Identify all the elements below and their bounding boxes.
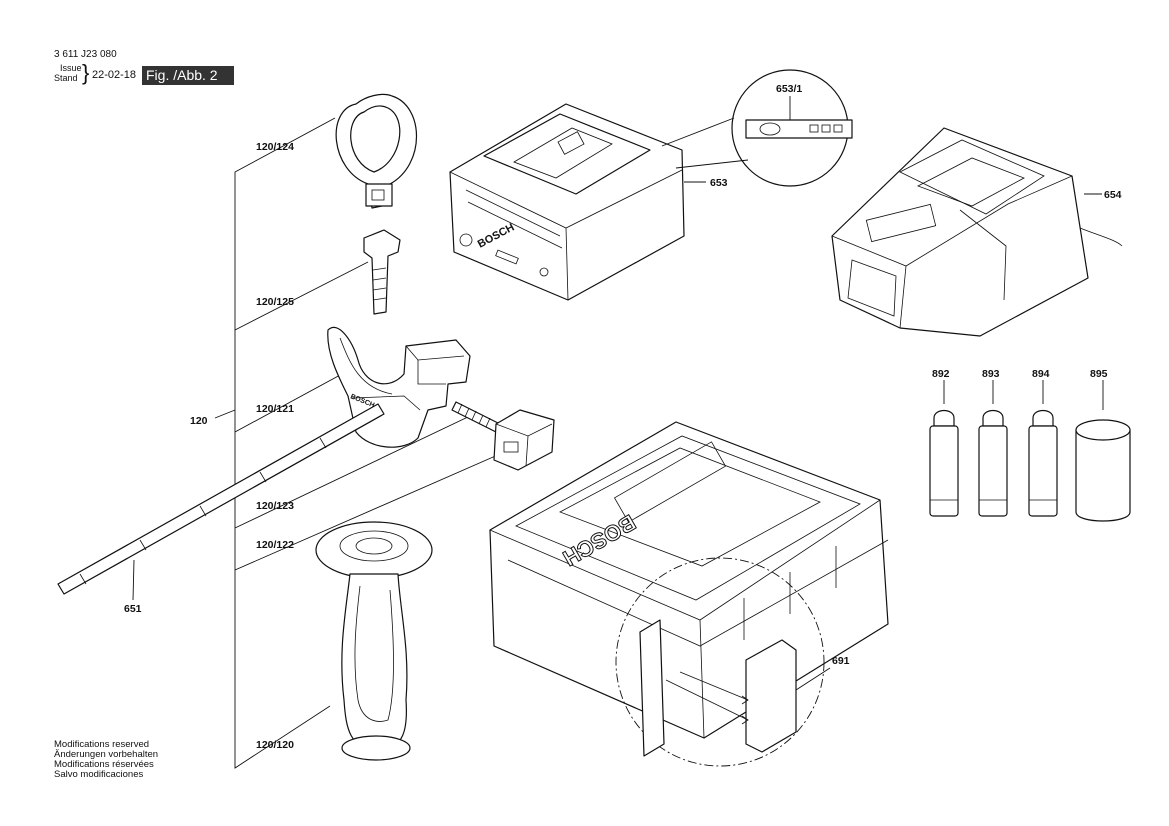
charger-part bbox=[831, 127, 1123, 337]
figure-label: Fig. /Abb. 2 bbox=[142, 66, 234, 85]
callout-653: 653 bbox=[710, 177, 728, 189]
spring-part bbox=[451, 401, 501, 433]
notice-line-es: Salvo modificaciones bbox=[54, 769, 144, 780]
callout-893: 893 bbox=[982, 368, 1000, 380]
assembly-bracket-120 bbox=[214, 117, 501, 769]
carrying-case-part bbox=[489, 421, 889, 739]
modifications-notice: Modifications reserved Änderungen vorbeh… bbox=[54, 740, 158, 780]
callout-120-120: 120/120 bbox=[256, 739, 294, 751]
callout-895: 895 bbox=[1090, 368, 1108, 380]
callout-120-122: 120/122 bbox=[256, 539, 294, 551]
grease-tube-894 bbox=[1028, 380, 1058, 517]
t-bolt-part bbox=[363, 229, 401, 315]
latch-block-part bbox=[493, 409, 555, 471]
grease-tube-893 bbox=[978, 380, 1008, 517]
grease-can-895 bbox=[1075, 380, 1131, 522]
callout-120-125: 120/125 bbox=[256, 296, 294, 308]
callout-120: 120 bbox=[190, 415, 208, 427]
notice-line-de: Änderungen vorbehalten bbox=[54, 749, 159, 760]
document-number: 3 611 J23 080 bbox=[54, 49, 117, 60]
label-detail-653-1 bbox=[661, 69, 853, 187]
callout-120-123: 120/123 bbox=[256, 500, 294, 512]
callout-653-1: 653/1 bbox=[776, 83, 802, 95]
case-detail-691 bbox=[615, 557, 831, 767]
grease-tube-892 bbox=[929, 380, 959, 517]
callout-120-124: 120/124 bbox=[256, 141, 294, 153]
issue-label: Issue bbox=[60, 63, 82, 73]
notice-line-fr: Modifications réservées bbox=[54, 759, 154, 770]
callout-120-121: 120/121 bbox=[256, 403, 294, 415]
clamp-band-part bbox=[335, 93, 418, 209]
depth-rod-part bbox=[57, 403, 385, 601]
issue-date: 22-02-18 bbox=[92, 69, 137, 81]
side-handle-part bbox=[315, 521, 433, 761]
callout-654: 654 bbox=[1104, 189, 1122, 201]
brace-glyph: } bbox=[82, 60, 90, 85]
battery-pack-part bbox=[449, 103, 706, 301]
callout-894: 894 bbox=[1032, 368, 1050, 380]
stand-label: Stand bbox=[54, 73, 78, 83]
callout-691: 691 bbox=[832, 655, 850, 667]
callout-651: 651 bbox=[124, 603, 142, 615]
callout-892: 892 bbox=[932, 368, 950, 380]
notice-line-en: Modifications reserved bbox=[54, 739, 150, 750]
